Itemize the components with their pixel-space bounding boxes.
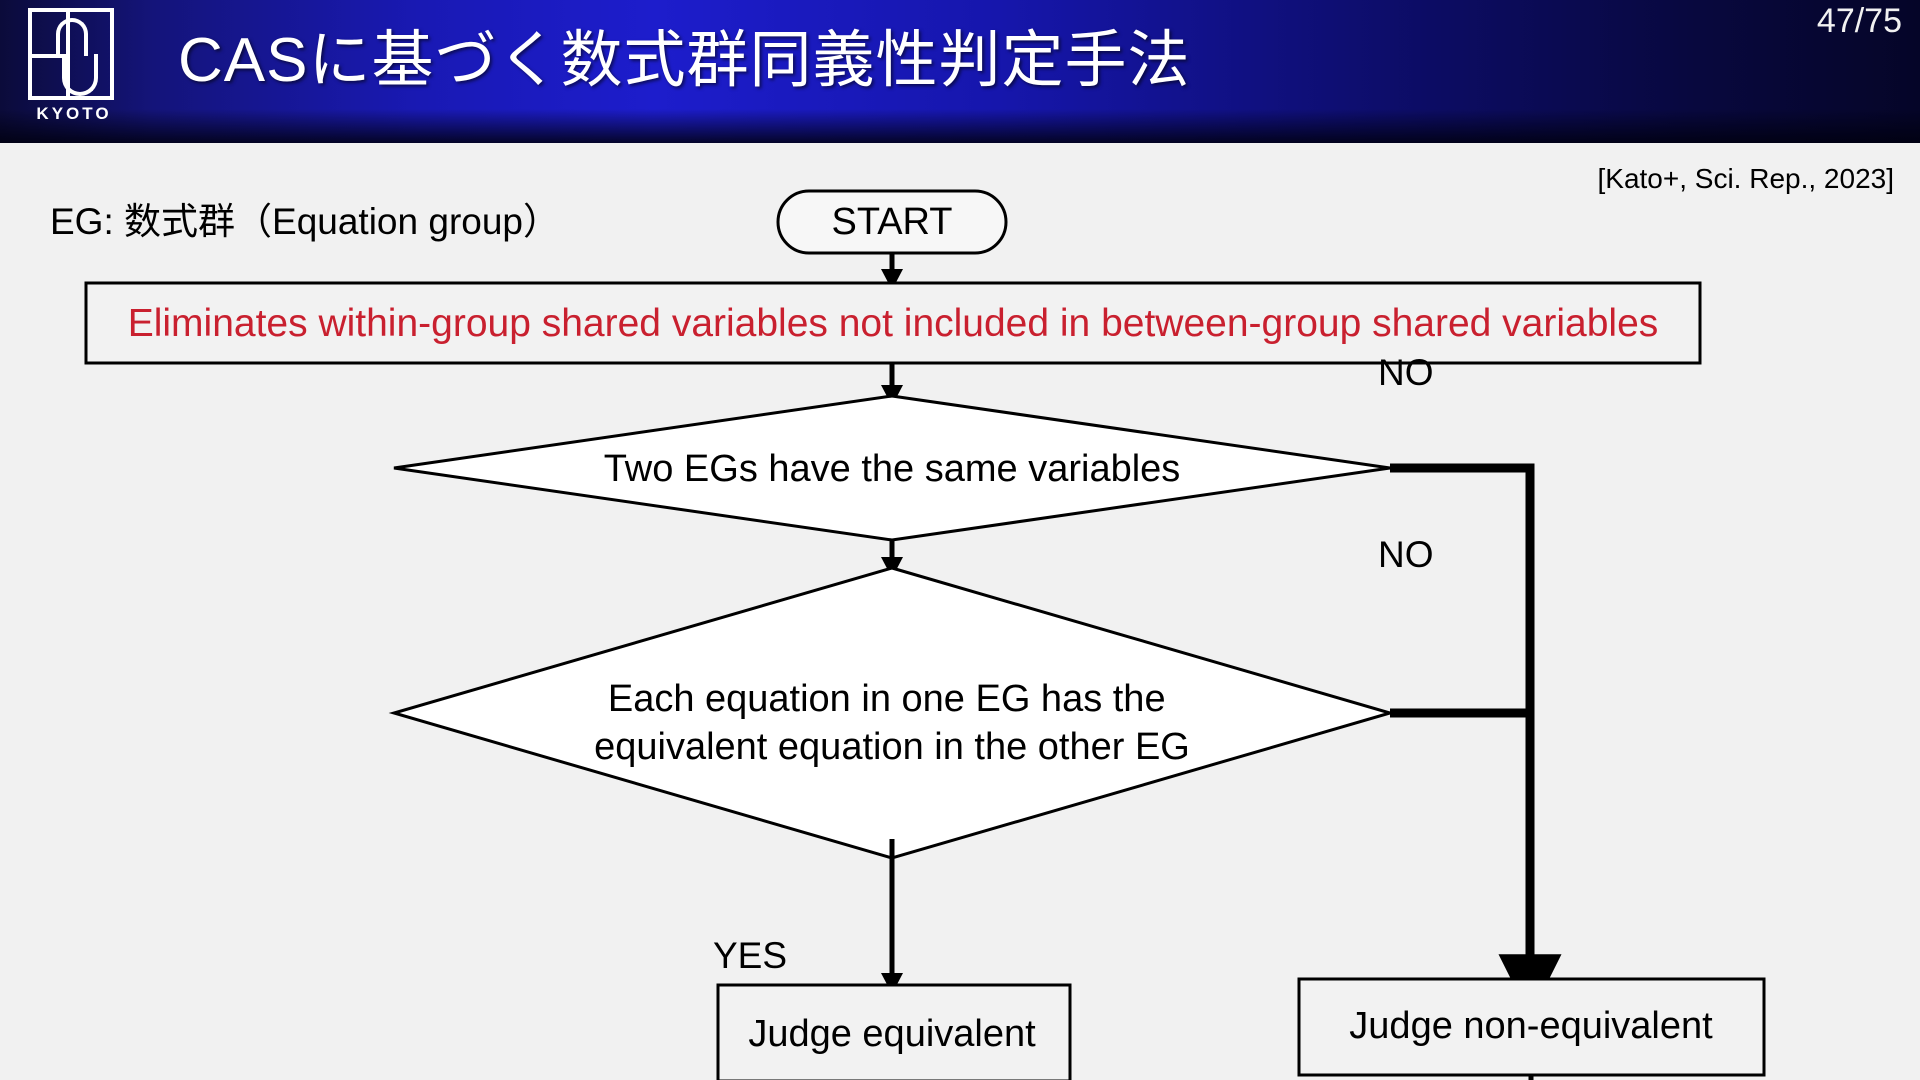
judge-equivalent-label: Judge equivalent xyxy=(748,1013,1036,1055)
decision2-no-label: NO xyxy=(1378,534,1434,575)
slide-page-number: 47/75 xyxy=(1816,2,1902,40)
logo-s-lower-curve xyxy=(62,54,98,96)
slide-title-bar: KYOTO CASに基づく数式群同義性判定手法 47/75 xyxy=(0,0,1920,143)
logo-horizontal-bar xyxy=(32,54,70,58)
judge-non-equivalent-label: Judge non-equivalent xyxy=(1349,1005,1713,1047)
eliminate-process-label: Eliminates within-group shared variables… xyxy=(128,302,1659,345)
slide-content-area: EG: 数式群（Equation group） [Kato+, Sci. Rep… xyxy=(0,143,1920,1080)
page-title: CASに基づく数式群同義性判定手法 xyxy=(178,26,1191,95)
logo-wordmark: KYOTO xyxy=(36,104,112,123)
kyoto-logo-mark-icon xyxy=(28,8,114,100)
kyoto-university-logo: KYOTO xyxy=(18,8,126,130)
logo-s-upper-curve xyxy=(56,18,88,56)
eliminate-process-box xyxy=(84,281,1702,365)
flowchart-terminators: END END xyxy=(0,143,1920,1080)
judge-non-equivalent-box xyxy=(1297,977,1766,1077)
eg-legend-text: EG: 数式群（Equation group） xyxy=(50,201,560,242)
decision1-no-label: NO xyxy=(1378,352,1434,393)
decision1-label: Two EGs have the same variables xyxy=(604,448,1181,490)
citation-reference: [Kato+, Sci. Rep., 2023] xyxy=(1597,163,1894,194)
decision2-label: Each equation in one EG has the equivale… xyxy=(594,678,1190,768)
decision2-label-line1: Each equation in one EG has the xyxy=(608,678,1166,720)
connector-no-branch-merge xyxy=(1390,463,1562,1018)
judge-equivalent-box xyxy=(716,983,1072,1080)
start-node-label: START xyxy=(831,201,952,243)
decision2-label-line2: equivalent equation in the other EG xyxy=(594,726,1190,768)
decision2-yes-label: YES xyxy=(713,935,787,976)
flowchart-diagram: START Eliminates within-group shared var… xyxy=(84,189,1766,1080)
